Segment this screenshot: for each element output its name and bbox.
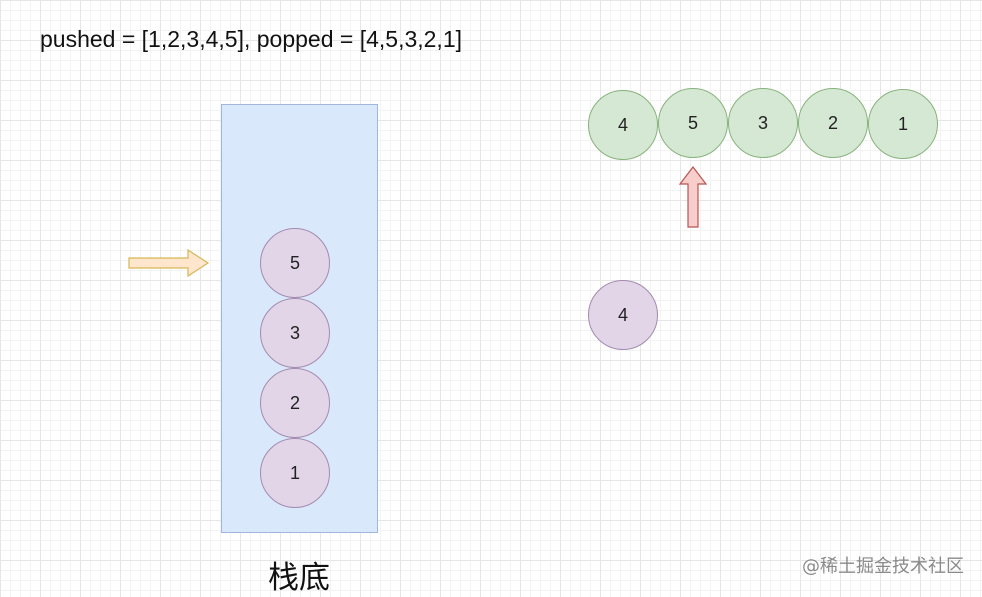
stack-item: 1 — [260, 438, 330, 508]
popped-sequence-item: 2 — [798, 88, 868, 158]
popped-pointer-arrow-icon — [678, 166, 708, 228]
stack-item: 3 — [260, 298, 330, 368]
stack-item: 5 — [260, 228, 330, 298]
diagram-title: pushed = [1,2,3,4,5], popped = [4,5,3,2,… — [40, 26, 463, 52]
stack-item: 2 — [260, 368, 330, 438]
popped-sequence-item: 5 — [658, 88, 728, 158]
push-arrow-icon — [128, 248, 210, 278]
popped-sequence-item: 1 — [868, 89, 938, 159]
watermark: @稀土掘金技术社区 — [802, 556, 964, 577]
popped-sequence-item: 3 — [728, 88, 798, 158]
popped-sequence-item: 4 — [588, 90, 658, 160]
popped-element: 4 — [588, 280, 658, 350]
stack-bottom-label: 栈底 — [268, 560, 330, 596]
